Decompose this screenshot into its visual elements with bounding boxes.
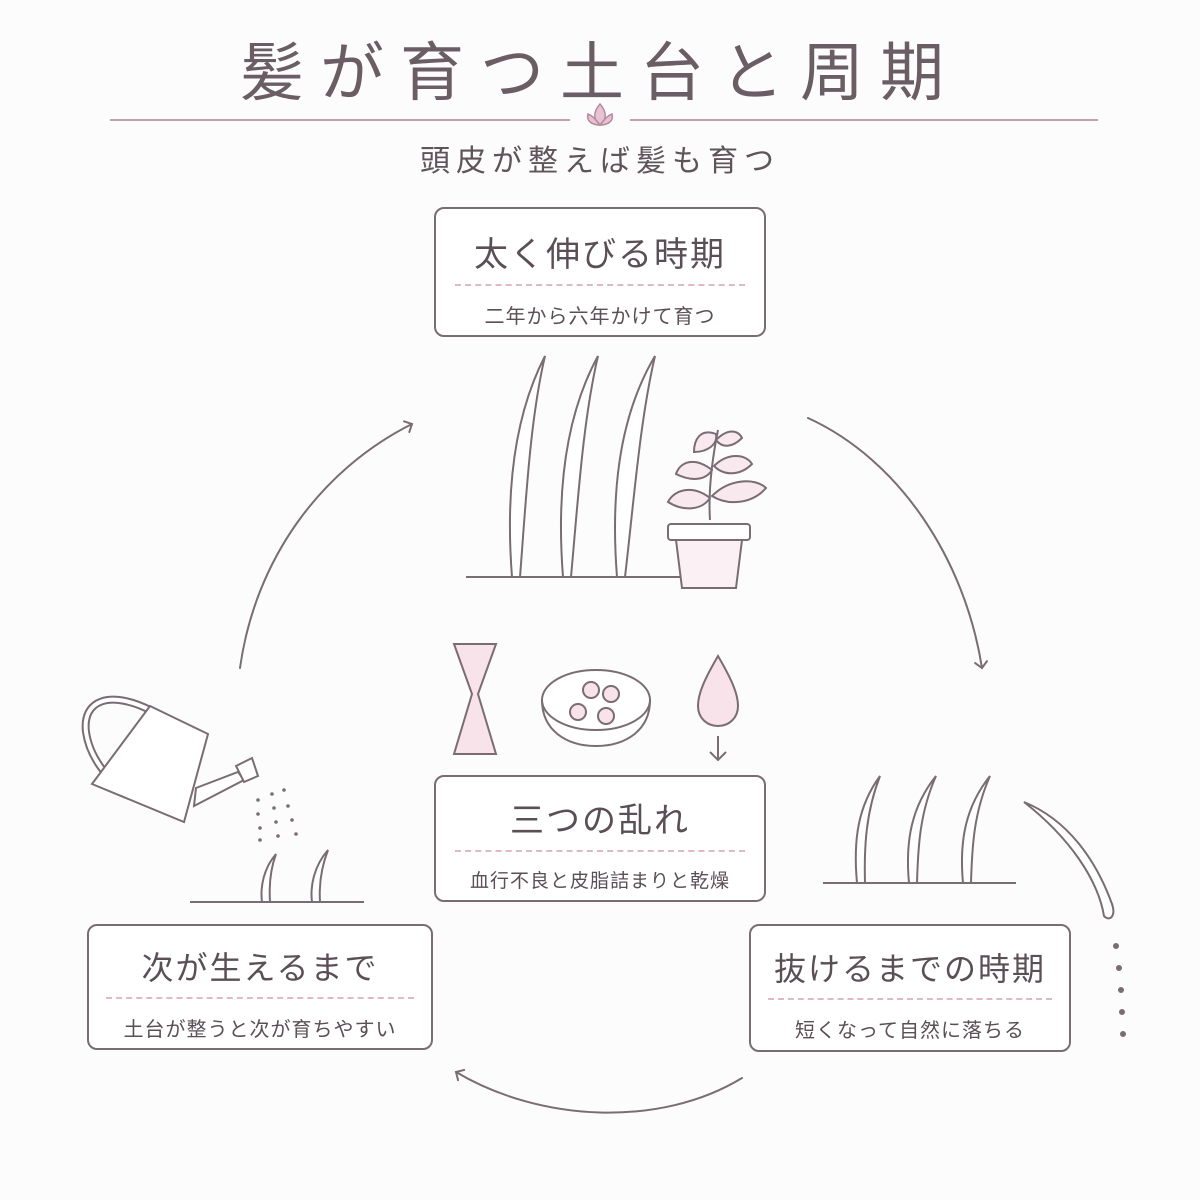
regrowth-stage-box: 次が生えるまで 土台が整うと次が育ちやすい xyxy=(87,924,433,1050)
regrowth-stage-title: 次が生えるまで xyxy=(141,949,379,987)
center-issues-divider xyxy=(455,850,745,852)
growth-stage-box: 太く伸びる時期 二年から六年かけて育つ xyxy=(434,207,766,337)
cycle-arrows xyxy=(239,417,988,1114)
shedding-stage-divider xyxy=(768,998,1052,1000)
page-title: 髪が育つ土台と周期 xyxy=(240,37,960,111)
arrow-to-regrowth xyxy=(454,1068,743,1114)
regrowth-stage-desc: 土台が整うと次が育ちやすい xyxy=(123,1017,397,1041)
arrow-to-shedding xyxy=(807,417,988,670)
watering-can-icon xyxy=(81,695,298,842)
regrowth-stage-divider xyxy=(106,997,414,999)
shedding-stage-desc: 短くなって自然に落ちる xyxy=(795,1018,1025,1042)
arrow-to-growth xyxy=(239,420,414,669)
shedding-stage-title: 抜けるまでの時期 xyxy=(773,950,1046,988)
shedding-stage-box: 抜けるまでの時期 短くなって自然に落ちる xyxy=(749,924,1071,1052)
long-hair-illustration xyxy=(466,355,700,578)
growth-stage-title: 太く伸びる時期 xyxy=(474,235,726,275)
sprout-hair-illustration xyxy=(190,849,364,903)
growth-stage-desc: 二年から六年かけて育つ xyxy=(484,304,716,328)
water-drop-icon xyxy=(696,654,740,762)
hourglass-icon xyxy=(452,643,498,755)
page-subtitle: 頭皮が整えば髪も育つ xyxy=(420,144,780,179)
center-issues-desc: 血行不良と皮脂詰まりと乾燥 xyxy=(469,870,730,892)
sebum-bowl-icon xyxy=(540,669,652,748)
center-issues-title: 三つの乱れ xyxy=(510,801,690,841)
center-issues-box: 三つの乱れ 血行不良と皮脂詰まりと乾燥 xyxy=(434,775,766,902)
title-divider xyxy=(110,102,1098,126)
short-hair-illustration xyxy=(823,775,1126,1037)
potted-plant-icon xyxy=(666,429,768,589)
growth-stage-divider xyxy=(455,284,745,286)
